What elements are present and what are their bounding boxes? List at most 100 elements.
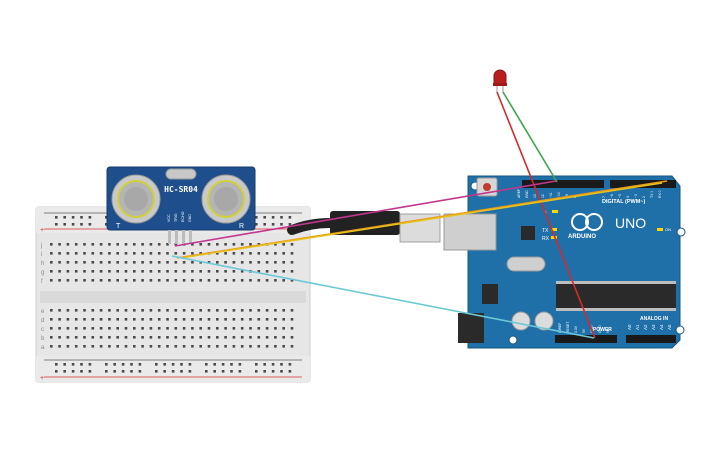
terminal-hole[interactable] bbox=[207, 243, 211, 246]
terminal-hole[interactable] bbox=[74, 327, 78, 330]
terminal-hole[interactable] bbox=[108, 243, 111, 246]
terminal-hole[interactable] bbox=[265, 309, 269, 312]
terminal-hole[interactable] bbox=[50, 243, 53, 246]
terminal-hole[interactable] bbox=[99, 327, 103, 330]
terminal-hole[interactable] bbox=[66, 243, 70, 246]
terminal-hole[interactable] bbox=[257, 318, 261, 321]
terminal-hole[interactable] bbox=[265, 261, 269, 264]
terminal-hole[interactable] bbox=[224, 345, 227, 348]
wires[interactable] bbox=[171, 91, 668, 339]
terminal-hole[interactable] bbox=[166, 345, 169, 348]
rail-hole[interactable] bbox=[71, 370, 75, 373]
rail-hole[interactable] bbox=[155, 370, 158, 373]
terminal-hole[interactable] bbox=[224, 309, 227, 312]
arduino-uno-board[interactable]: ARDUINO UNO DIGITAL (PWM~) POWER ANALOG … bbox=[443, 175, 686, 349]
rail-hole[interactable] bbox=[280, 363, 283, 366]
terminal-hole[interactable] bbox=[124, 279, 128, 282]
terminal-hole[interactable] bbox=[50, 318, 53, 321]
terminal-hole[interactable] bbox=[216, 252, 219, 255]
rail-hole[interactable] bbox=[221, 370, 225, 373]
rail-hole[interactable] bbox=[55, 370, 58, 373]
terminal-hole[interactable] bbox=[66, 336, 70, 339]
terminal-hole[interactable] bbox=[274, 252, 277, 255]
terminal-hole[interactable] bbox=[124, 261, 128, 264]
terminal-hole[interactable] bbox=[249, 243, 252, 246]
terminal-hole[interactable] bbox=[174, 309, 178, 312]
terminal-hole[interactable] bbox=[174, 252, 178, 255]
rail-hole[interactable] bbox=[263, 223, 266, 226]
terminal-hole[interactable] bbox=[116, 345, 119, 348]
terminal-hole[interactable] bbox=[50, 309, 53, 312]
terminal-hole[interactable] bbox=[191, 336, 194, 339]
terminal-hole[interactable] bbox=[191, 270, 194, 273]
terminal-hole[interactable] bbox=[116, 309, 119, 312]
rail-hole[interactable] bbox=[255, 363, 258, 366]
terminal-hole[interactable] bbox=[83, 279, 86, 282]
rail-hole[interactable] bbox=[288, 216, 292, 219]
terminal-hole[interactable] bbox=[224, 279, 227, 282]
rail-hole[interactable] bbox=[113, 363, 116, 366]
terminal-hole[interactable] bbox=[174, 261, 178, 264]
terminal-hole[interactable] bbox=[174, 327, 178, 330]
terminal-hole[interactable] bbox=[265, 279, 269, 282]
terminal-hole[interactable] bbox=[207, 336, 211, 339]
rail-hole[interactable] bbox=[71, 216, 75, 219]
terminal-hole[interactable] bbox=[99, 261, 103, 264]
wire-magenta[interactable] bbox=[174, 180, 557, 247]
terminal-hole[interactable] bbox=[265, 270, 269, 273]
terminal-hole[interactable] bbox=[99, 345, 103, 348]
rail-hole[interactable] bbox=[138, 370, 142, 373]
terminal-hole[interactable] bbox=[157, 336, 161, 339]
terminal-hole[interactable] bbox=[232, 327, 236, 330]
terminal-hole[interactable] bbox=[149, 345, 153, 348]
terminal-hole[interactable] bbox=[50, 279, 53, 282]
terminal-hole[interactable] bbox=[249, 252, 252, 255]
terminal-hole[interactable] bbox=[207, 309, 211, 312]
terminal-hole[interactable] bbox=[240, 252, 244, 255]
terminal-hole[interactable] bbox=[108, 270, 111, 273]
rail-hole[interactable] bbox=[180, 363, 183, 366]
terminal-hole[interactable] bbox=[274, 345, 277, 348]
terminal-hole[interactable] bbox=[224, 336, 227, 339]
terminal-hole[interactable] bbox=[282, 243, 285, 246]
terminal-hole[interactable] bbox=[182, 318, 186, 321]
terminal-hole[interactable] bbox=[290, 345, 294, 348]
terminal-hole[interactable] bbox=[99, 309, 103, 312]
terminal-hole[interactable] bbox=[149, 318, 153, 321]
terminal-hole[interactable] bbox=[282, 279, 285, 282]
terminal-hole[interactable] bbox=[58, 270, 61, 273]
terminal-hole[interactable] bbox=[149, 336, 153, 339]
rail-hole[interactable] bbox=[213, 370, 216, 373]
terminal-hole[interactable] bbox=[216, 345, 219, 348]
terminal-hole[interactable] bbox=[58, 243, 61, 246]
terminal-hole[interactable] bbox=[182, 252, 186, 255]
terminal-hole[interactable] bbox=[108, 345, 111, 348]
terminal-hole[interactable] bbox=[216, 279, 219, 282]
terminal-hole[interactable] bbox=[66, 345, 70, 348]
terminal-hole[interactable] bbox=[157, 279, 161, 282]
terminal-hole[interactable] bbox=[91, 345, 95, 348]
terminal-hole[interactable] bbox=[257, 345, 261, 348]
rail-hole[interactable] bbox=[205, 370, 208, 373]
ultrasonic-sensor[interactable]: HC-SR04 T R VCC TRIG ECHO GND bbox=[106, 166, 256, 231]
terminal-hole[interactable] bbox=[66, 327, 70, 330]
terminal-hole[interactable] bbox=[58, 309, 61, 312]
terminal-hole[interactable] bbox=[199, 270, 202, 273]
terminal-hole[interactable] bbox=[166, 327, 169, 330]
terminal-hole[interactable] bbox=[290, 309, 294, 312]
rail-hole[interactable] bbox=[263, 216, 266, 219]
terminal-hole[interactable] bbox=[224, 261, 227, 264]
rail-hole[interactable] bbox=[88, 363, 92, 366]
terminal-hole[interactable] bbox=[265, 345, 269, 348]
terminal-hole[interactable] bbox=[240, 279, 244, 282]
terminal-hole[interactable] bbox=[216, 309, 219, 312]
terminal-hole[interactable] bbox=[191, 261, 194, 264]
digital-header-left[interactable] bbox=[522, 180, 604, 188]
rail-hole[interactable] bbox=[80, 370, 83, 373]
rail-hole[interactable] bbox=[255, 223, 258, 226]
terminal-hole[interactable] bbox=[232, 252, 236, 255]
terminal-hole[interactable] bbox=[257, 336, 261, 339]
terminal-hole[interactable] bbox=[224, 327, 227, 330]
terminal-hole[interactable] bbox=[74, 336, 78, 339]
terminal-hole[interactable] bbox=[74, 261, 78, 264]
